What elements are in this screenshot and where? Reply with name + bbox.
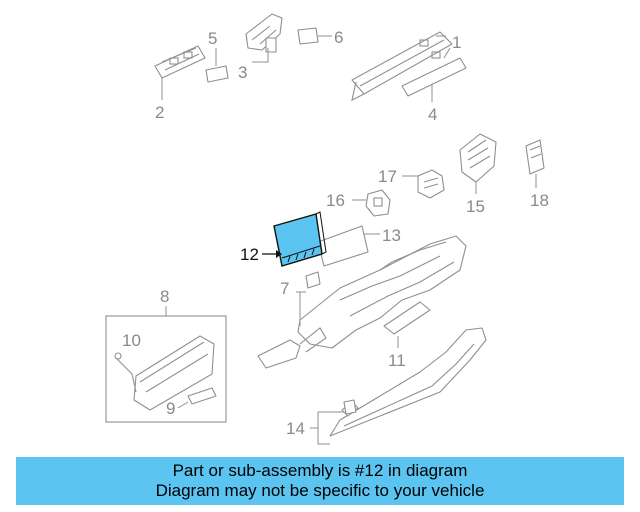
lower-trim-shape bbox=[310, 327, 487, 445]
callout-7: 7 bbox=[280, 279, 289, 298]
part-5-shape bbox=[205, 48, 229, 83]
callout-9: 9 bbox=[166, 399, 175, 418]
callout-14: 14 bbox=[286, 419, 305, 438]
part-7-shape bbox=[296, 271, 321, 326]
callout-5: 5 bbox=[208, 29, 217, 48]
callout-10: 10 bbox=[122, 331, 141, 350]
callout-17: 17 bbox=[378, 167, 397, 186]
info-banner: Part or sub-assembly is #12 in diagram D… bbox=[16, 457, 624, 505]
part-6-shape bbox=[297, 27, 332, 45]
callout-15: 15 bbox=[466, 197, 485, 216]
callout-18: 18 bbox=[530, 191, 549, 210]
part-1-shape bbox=[351, 31, 453, 102]
part-2-shape bbox=[154, 45, 206, 100]
part-18-shape bbox=[525, 139, 545, 188]
part-3-shape bbox=[245, 13, 283, 63]
glovebox-inset bbox=[105, 306, 227, 423]
callout-12: 12 bbox=[240, 245, 259, 264]
callout-3: 3 bbox=[238, 63, 247, 82]
callout-4: 4 bbox=[428, 105, 437, 124]
callout-11: 11 bbox=[388, 351, 406, 370]
part-16-shape bbox=[352, 189, 391, 217]
part-15-shape bbox=[459, 133, 497, 194]
callout-1: 1 bbox=[452, 33, 461, 52]
banner-line-2: Diagram may not be specific to your vehi… bbox=[155, 481, 485, 500]
part-4-shape bbox=[401, 57, 467, 102]
callout-13: 13 bbox=[382, 226, 401, 245]
callout-8: 8 bbox=[160, 287, 169, 306]
part-12-highlighted bbox=[262, 211, 327, 267]
parts-diagram: 2 5 3 6 1 4 15 bbox=[105, 13, 549, 445]
callout-16: 16 bbox=[326, 191, 345, 210]
callout-6: 6 bbox=[334, 28, 343, 47]
part-13-shape bbox=[317, 225, 380, 267]
part-11-shape bbox=[383, 301, 431, 348]
banner-line-1: Part or sub-assembly is #12 in diagram bbox=[172, 461, 468, 480]
part-17-shape bbox=[402, 169, 445, 199]
instrument-panel-shape bbox=[257, 235, 467, 369]
callout-2: 2 bbox=[155, 103, 164, 122]
